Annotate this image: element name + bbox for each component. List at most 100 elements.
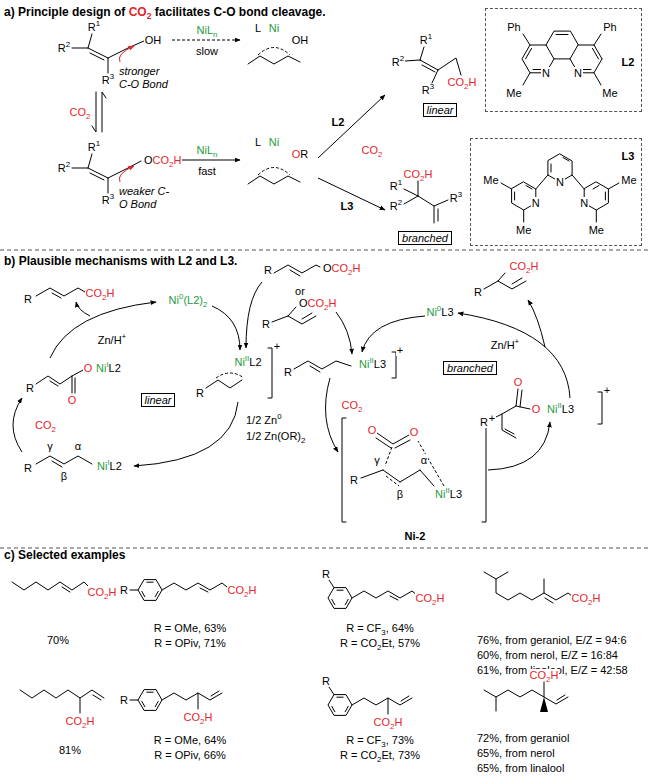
chem-label: R — [119, 694, 129, 707]
text-run: 2 — [66, 40, 70, 49]
text-run: II — [245, 354, 249, 363]
reaction-arrow — [180, 160, 240, 161]
text-run: R = CF — [346, 734, 381, 746]
text-run: H — [424, 168, 432, 180]
reaction-arrow — [528, 300, 545, 347]
text-run: CO — [332, 262, 349, 274]
text-run: CO — [88, 586, 105, 598]
partial-bond — [258, 48, 290, 56]
text-run: H — [248, 584, 256, 596]
chem-label: R1 — [389, 180, 403, 193]
text-run: Zn/H — [491, 339, 515, 351]
bond-line — [274, 265, 320, 276]
benzene-ring — [138, 580, 352, 716]
partial-bond — [258, 168, 290, 176]
chem-label: CO2H — [403, 168, 434, 181]
text-run: CO — [86, 287, 103, 299]
text-run: R — [58, 162, 66, 174]
text-run: 2 — [546, 675, 550, 684]
selectivity-tag: branched — [398, 231, 452, 246]
chem-label: Ni — [268, 136, 280, 149]
benzene-ring — [328, 588, 352, 609]
chem-label: OCO2H — [322, 262, 361, 275]
text-run: Ni — [234, 356, 244, 368]
chem-label: R — [321, 568, 331, 581]
reaction-arrow — [13, 95, 570, 470]
bond-line — [361, 433, 434, 486]
chem-label: R — [479, 416, 489, 429]
chem-label: R2 — [391, 56, 405, 69]
chem-label: α — [74, 440, 82, 453]
text-run: CO — [70, 106, 87, 118]
text-run: CO — [374, 716, 391, 728]
text-run: CO — [572, 592, 589, 604]
selectivity-label: linear — [427, 104, 454, 117]
text-run: L2 — [110, 460, 122, 472]
text-run: R — [420, 34, 428, 46]
text-run: 2 — [147, 11, 152, 21]
text-run: Et, 57% — [381, 637, 420, 649]
chem-label: R1 — [419, 34, 433, 47]
text-run: R — [58, 42, 66, 54]
text-run: L2 — [109, 362, 121, 374]
selectivity-label: branched — [402, 232, 448, 245]
bond-cleavage-arrow — [119, 46, 134, 62]
chem-label: OCO2H — [298, 297, 337, 310]
text-run: (L2) — [183, 294, 203, 306]
text-run: 1/2 Zn — [246, 414, 277, 426]
chem-label: R = CO2Et, 57% — [339, 637, 421, 650]
text-run: 2 — [420, 174, 424, 183]
text-run: Ni — [426, 306, 436, 318]
chem-label: CO2H — [65, 715, 96, 728]
text-run: 2 — [464, 82, 468, 91]
reaction-arrow — [212, 306, 240, 350]
text-run: 2 — [244, 590, 248, 599]
text-run: R = CO — [340, 749, 377, 761]
chem-label: R2 — [57, 42, 71, 55]
chem-label: NiIL2 — [95, 362, 122, 375]
panel-separator — [0, 250, 648, 251]
chem-label: weaker C-O Bond — [118, 185, 172, 210]
bond-line — [484, 682, 568, 711]
text-run: Ni — [96, 362, 106, 374]
bond-line — [12, 31, 619, 714]
text-run: R = CO — [340, 637, 377, 649]
chem-label: R — [283, 366, 293, 379]
chem-label: R1 — [87, 21, 101, 34]
text-run: 0 — [437, 304, 441, 313]
text-run: CO — [184, 711, 201, 723]
text-run: H — [352, 262, 360, 274]
chem-label: R — [473, 286, 483, 299]
selectivity-label: linear — [145, 394, 172, 407]
chem-label: CO2H — [85, 287, 116, 300]
text-run: CO — [416, 592, 433, 604]
text-run: CO — [308, 297, 325, 309]
text-run: II — [445, 486, 449, 495]
atom-label: N — [555, 176, 565, 189]
text-run: 1 — [398, 178, 402, 187]
text-run: H — [530, 260, 538, 272]
text-run: Ni — [97, 460, 107, 472]
text-run: 2 — [377, 755, 381, 764]
atom-label: Me — [482, 174, 499, 187]
bond-line — [484, 572, 572, 603]
atom-label: N — [531, 197, 541, 210]
chem-label: or — [294, 285, 306, 298]
bond-line — [130, 691, 222, 709]
chem-label: R2 — [57, 162, 71, 175]
chem-label: R = OPiv, 66% — [153, 749, 227, 762]
chem-label: 70% — [46, 634, 70, 647]
text-run: 3 — [110, 72, 114, 81]
text-run: 2 — [169, 160, 173, 169]
reaction-arrow — [318, 95, 385, 158]
text-run: 2 — [378, 150, 382, 159]
chem-label: CO2H — [183, 711, 214, 724]
text-run: 2 — [526, 266, 530, 275]
chem-label: NiLn — [196, 144, 219, 157]
text-run: O — [84, 362, 93, 374]
chem-label: L — [254, 136, 262, 149]
chem-label: γ — [46, 440, 54, 453]
text-run: NiL — [197, 24, 214, 36]
chem-label: R — [119, 584, 129, 597]
chem-label: NiIIL3 — [358, 358, 387, 371]
